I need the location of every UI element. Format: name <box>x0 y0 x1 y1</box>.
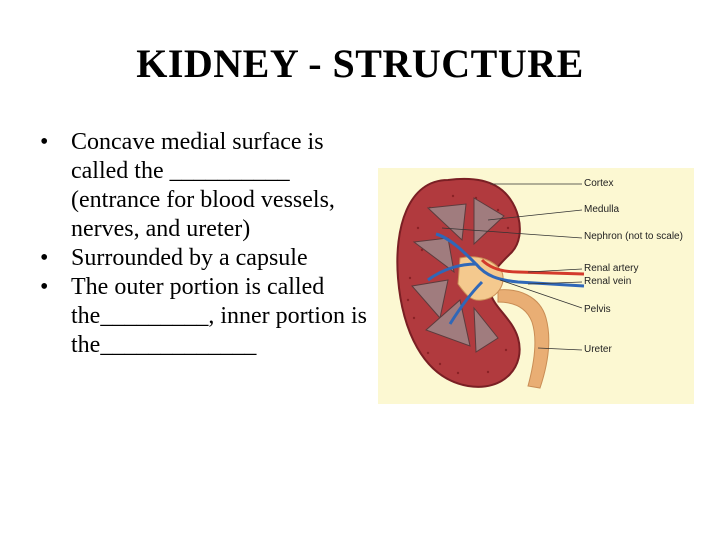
bullet-marker: • <box>40 129 49 155</box>
pyramid <box>473 197 505 246</box>
slide-title: KIDNEY - STRUCTURE <box>136 41 584 86</box>
pyramid <box>412 237 455 274</box>
renal-artery <box>480 258 585 276</box>
kidney-illustration <box>396 177 585 389</box>
bullet-marker: • <box>40 245 49 271</box>
bullet-text: Surrounded by a capsule <box>71 245 308 271</box>
bullet-list: • Concave medial surface is called the _… <box>38 128 368 360</box>
bullet-text: Concave medial surface is called the ___… <box>71 129 335 242</box>
renal-vein <box>427 232 585 325</box>
label-renal-artery: Renal artery <box>584 263 639 274</box>
bullet-marker: • <box>40 274 49 300</box>
label-cortex: Cortex <box>584 178 614 189</box>
label-ureter: Ureter <box>584 344 612 355</box>
bullet-item: • Concave medial surface is called the _… <box>38 128 368 244</box>
label-renal-vein: Renal vein <box>584 276 632 287</box>
bullet-item: • The outer portion is called the_______… <box>38 273 368 360</box>
pyramid <box>411 279 449 320</box>
label-nephron: Nephron (not to scale) <box>584 231 683 242</box>
pyramid <box>426 203 467 242</box>
label-pelvis: Pelvis <box>584 304 611 315</box>
pyramid <box>473 306 499 353</box>
label-medulla: Medulla <box>584 204 620 215</box>
ureter-shape <box>497 289 550 389</box>
bullet-text: The outer portion is called the_________… <box>71 274 367 358</box>
kidney-diagram: Cortex Medulla Nephron (not to scale) Re… <box>378 168 694 404</box>
bullet-item: • Surrounded by a capsule <box>38 244 368 273</box>
